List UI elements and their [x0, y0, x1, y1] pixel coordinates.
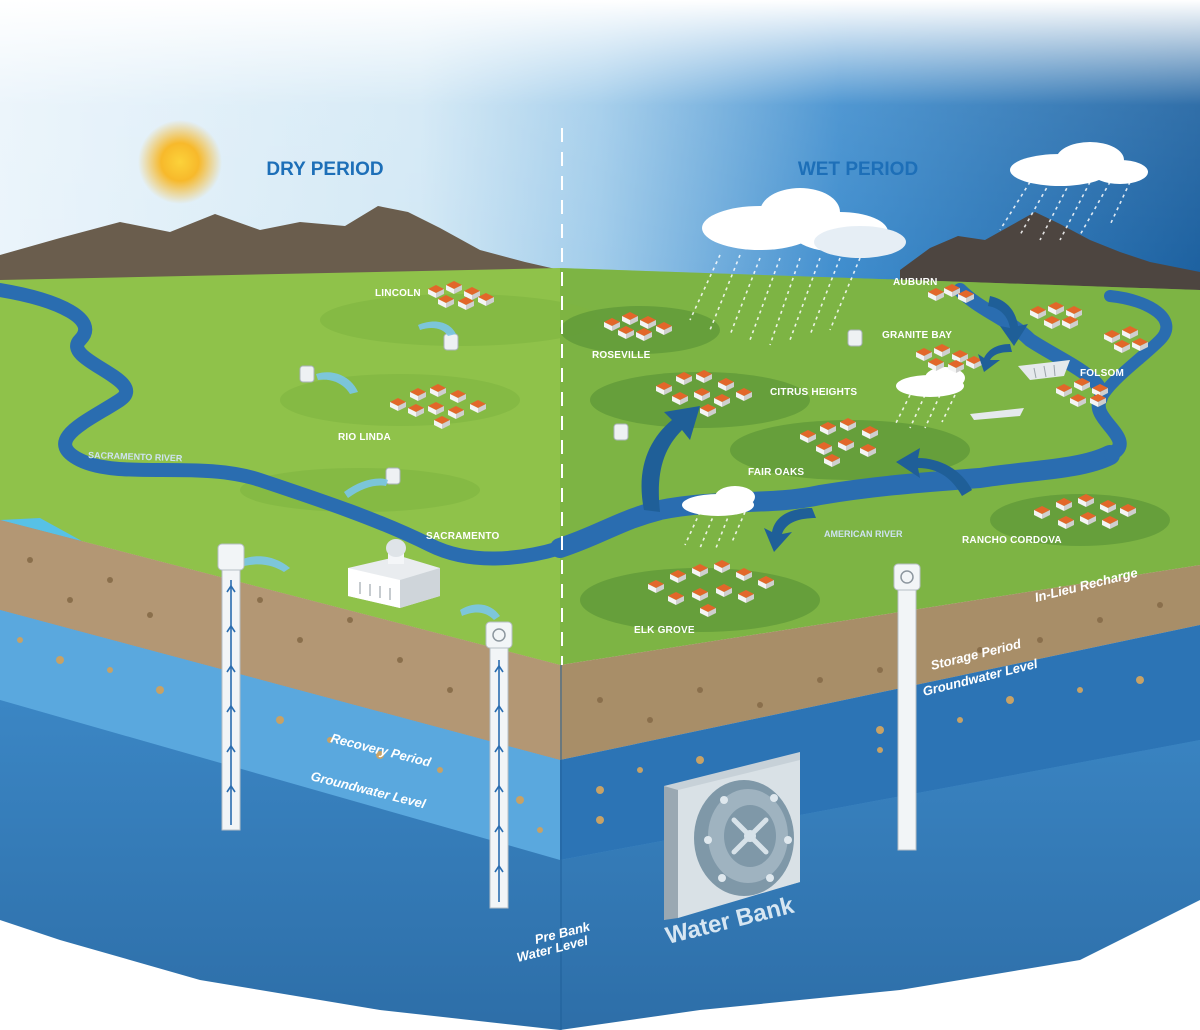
well-pump-icon: [485, 621, 513, 909]
town-label-citrus-heights: CITRUS HEIGHTS: [770, 387, 857, 398]
dam-icon: [970, 360, 1070, 420]
aquifer-band-dry: [0, 610, 560, 860]
soil-pebbles: [27, 557, 1163, 723]
rain-icon: [684, 181, 1131, 549]
town-label-roseville: ROSEVILLE: [592, 350, 651, 361]
town-label-sacramento: SACRAMENTO: [426, 531, 500, 542]
water-bank-vault: [664, 752, 800, 920]
aquifer-pebbles: [17, 637, 1144, 833]
well-pump-icon: [893, 563, 921, 851]
wet-period-heading: WET PERIOD: [798, 159, 918, 180]
grass-patch: [320, 294, 600, 346]
mountains-wet: [900, 212, 1200, 300]
american-river: [550, 445, 1120, 558]
town-label-lincoln: LINCOLN: [375, 288, 421, 299]
cloud-icon: [1010, 142, 1148, 186]
cloud-icon: [682, 486, 755, 516]
sun-icon: [138, 120, 222, 204]
town-label-granite-bay: GRANITE BAY: [882, 330, 952, 341]
capitol-building-icon: [348, 539, 440, 608]
town-label-rio-linda: RIO LINDA: [338, 432, 391, 443]
surface-flow-arrows: [240, 321, 500, 620]
soil-layer-dry: [0, 520, 560, 760]
river-branch: [1092, 290, 1173, 461]
river-label-sacramento: SACRAMENTO RIVER: [88, 450, 183, 463]
town-label-elk-grove: ELK GROVE: [634, 625, 695, 636]
well-pump-icon: [217, 543, 245, 831]
town-label-rancho-cordova: RANCHO CORDOVA: [962, 535, 1062, 546]
town-label-folsom: FOLSOM: [1080, 368, 1124, 379]
cloud-icon: [702, 188, 906, 258]
dry-period-heading: DRY PERIOD: [266, 159, 383, 180]
town-label-fair-oaks: FAIR OAKS: [748, 467, 804, 478]
flow-arrow-icon: [641, 296, 1028, 552]
deep-aquifer: [0, 700, 1200, 1030]
well-pump-icon: [299, 329, 863, 485]
town-label-auburn: AUBURN: [893, 277, 938, 288]
river-label-american: AMERICAN RIVER: [824, 529, 903, 539]
vault-door-icon: [694, 780, 794, 896]
